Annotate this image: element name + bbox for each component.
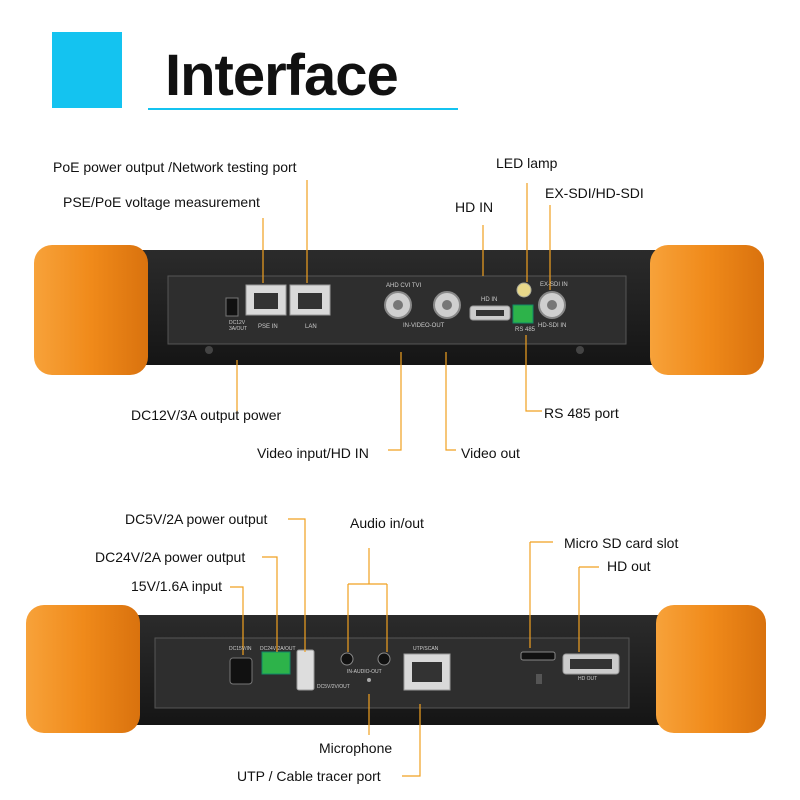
silk-ex-sdi-in: EX-SDI IN bbox=[540, 282, 568, 288]
callout-microphone: Microphone bbox=[319, 740, 393, 756]
silk-utp: UTP/SCAN bbox=[413, 646, 439, 652]
callout-rs485: RS 485 port bbox=[544, 405, 619, 421]
silk-hd-out: HD OUT bbox=[578, 676, 598, 682]
led-lamp bbox=[516, 282, 532, 298]
silk-dc15: DC15V/IN bbox=[229, 646, 252, 652]
bottom-panel-face bbox=[154, 637, 630, 709]
silk-audio: IN-AUDIO-OUT bbox=[347, 669, 382, 675]
header-accent-block bbox=[52, 32, 122, 108]
silk-dc24: DC24V 2A/OUT bbox=[260, 646, 296, 652]
bottom-device bbox=[26, 518, 766, 777]
callout-microsd: Micro SD card slot bbox=[564, 535, 679, 551]
microsd-slot bbox=[520, 651, 556, 661]
callout-dc12: DC12V/3A output power bbox=[131, 407, 282, 423]
silk-in-video-out: IN-VIDEO-OUT bbox=[403, 323, 445, 329]
callout-led-lamp: LED lamp bbox=[496, 155, 558, 171]
callout-video-in: Video input/HD IN bbox=[257, 445, 369, 461]
bottom-left-bumper bbox=[26, 605, 140, 733]
top-device bbox=[34, 180, 764, 451]
silk-rs485: RS 485 bbox=[515, 327, 536, 333]
callout-pse-measure: PSE/PoE voltage measurement bbox=[63, 194, 260, 210]
dc15-jack bbox=[229, 657, 253, 685]
bottom-right-bumper bbox=[656, 605, 766, 733]
silk-lan: LAN bbox=[305, 324, 317, 330]
dc12-jack bbox=[225, 297, 239, 317]
dc24-terminal bbox=[261, 651, 291, 675]
callout-hd-in: HD IN bbox=[455, 199, 494, 215]
callout-audio: Audio in/out bbox=[350, 515, 424, 531]
dc5-usb bbox=[296, 649, 315, 691]
microphone-hole bbox=[367, 678, 371, 682]
title-underline bbox=[148, 108, 458, 110]
audio-in-jack bbox=[340, 652, 354, 666]
callout-utp: UTP / Cable tracer port bbox=[237, 768, 381, 784]
silk-hd-sdi-in: HD-SDI IN bbox=[538, 323, 567, 329]
page-title: Interface bbox=[165, 43, 399, 108]
callout-video-out: Video out bbox=[461, 445, 520, 461]
silk-ahd: AHD CVI TVI bbox=[386, 283, 422, 289]
callout-hd-out: HD out bbox=[607, 558, 651, 574]
silk-pse-in: PSE IN bbox=[258, 324, 278, 330]
callout-dc5: DC5V/2A power output bbox=[125, 511, 268, 527]
callout-poe-port: PoE power output /Network testing port bbox=[53, 159, 297, 175]
callout-sdi: EX-SDI/HD-SDI bbox=[545, 185, 644, 201]
silk-dc5: DC5V/2V/OUT bbox=[317, 684, 350, 690]
silk-hd-in: HD IN bbox=[481, 297, 498, 303]
top-right-bumper bbox=[650, 245, 764, 375]
callout-dc24: DC24V/2A power output bbox=[95, 549, 246, 565]
audio-out-jack bbox=[377, 652, 391, 666]
callout-15v: 15V/1.6A input bbox=[131, 578, 223, 594]
top-left-bumper bbox=[34, 245, 148, 375]
rs485-terminal bbox=[512, 304, 534, 324]
